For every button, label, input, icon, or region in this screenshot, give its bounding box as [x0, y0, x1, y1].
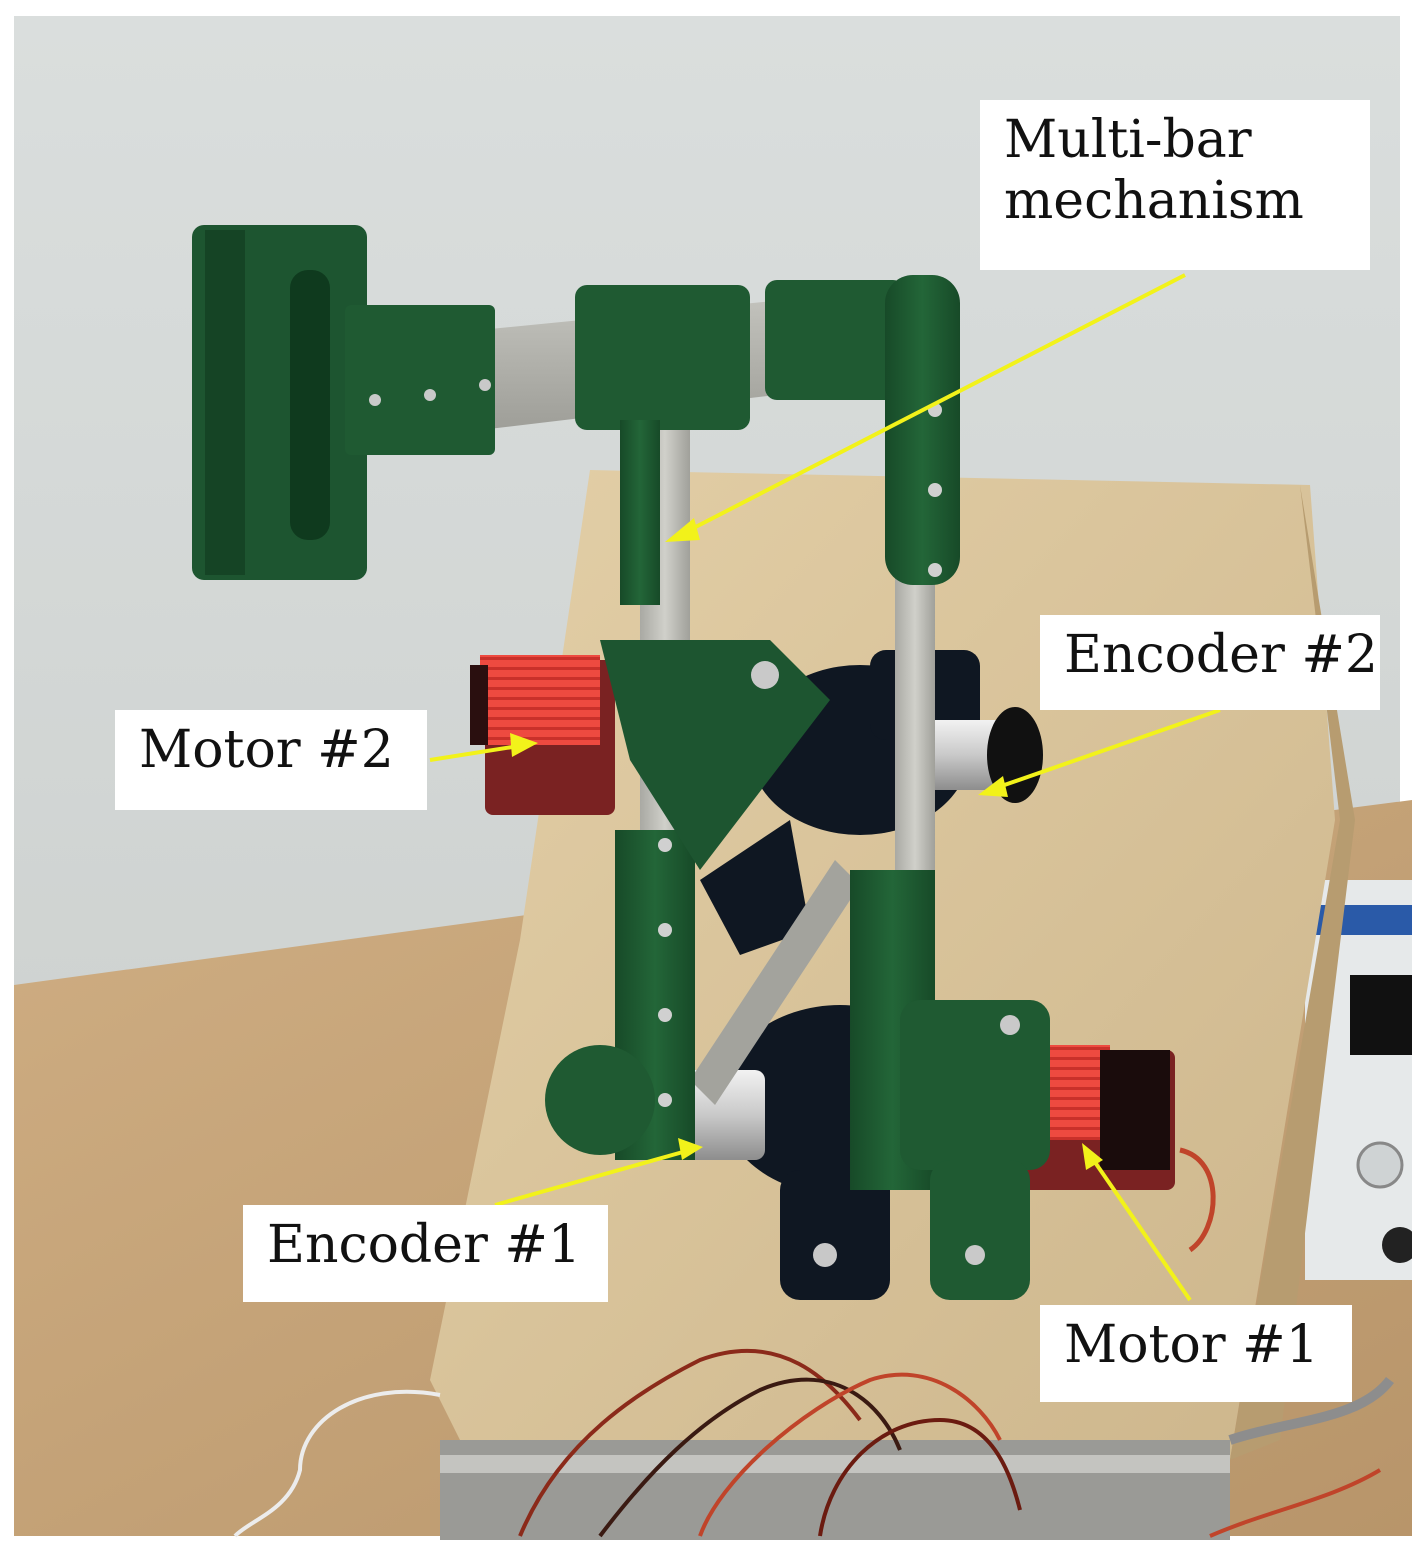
diagonal-link [690, 860, 860, 1105]
motor-2-body [470, 655, 615, 815]
label-motor-1: Motor #1 [1040, 1305, 1352, 1402]
label-encoder-2: Encoder #2 [1040, 615, 1380, 710]
green-handle [192, 225, 495, 580]
encoder-1-body [675, 1070, 765, 1160]
label-multibar-line2: mechanism [1004, 171, 1304, 232]
encoder-2-body [920, 707, 1043, 803]
label-multibar-line1: Multi-bar [1004, 110, 1252, 170]
cables [233, 1348, 1394, 1538]
label-encoder-1: Encoder #1 [243, 1205, 608, 1302]
label-multibar-mechanism: Multi-bar mechanism [980, 100, 1370, 270]
label-motor-2: Motor #2 [115, 710, 427, 810]
annotation-arrows [429, 273, 1221, 1302]
